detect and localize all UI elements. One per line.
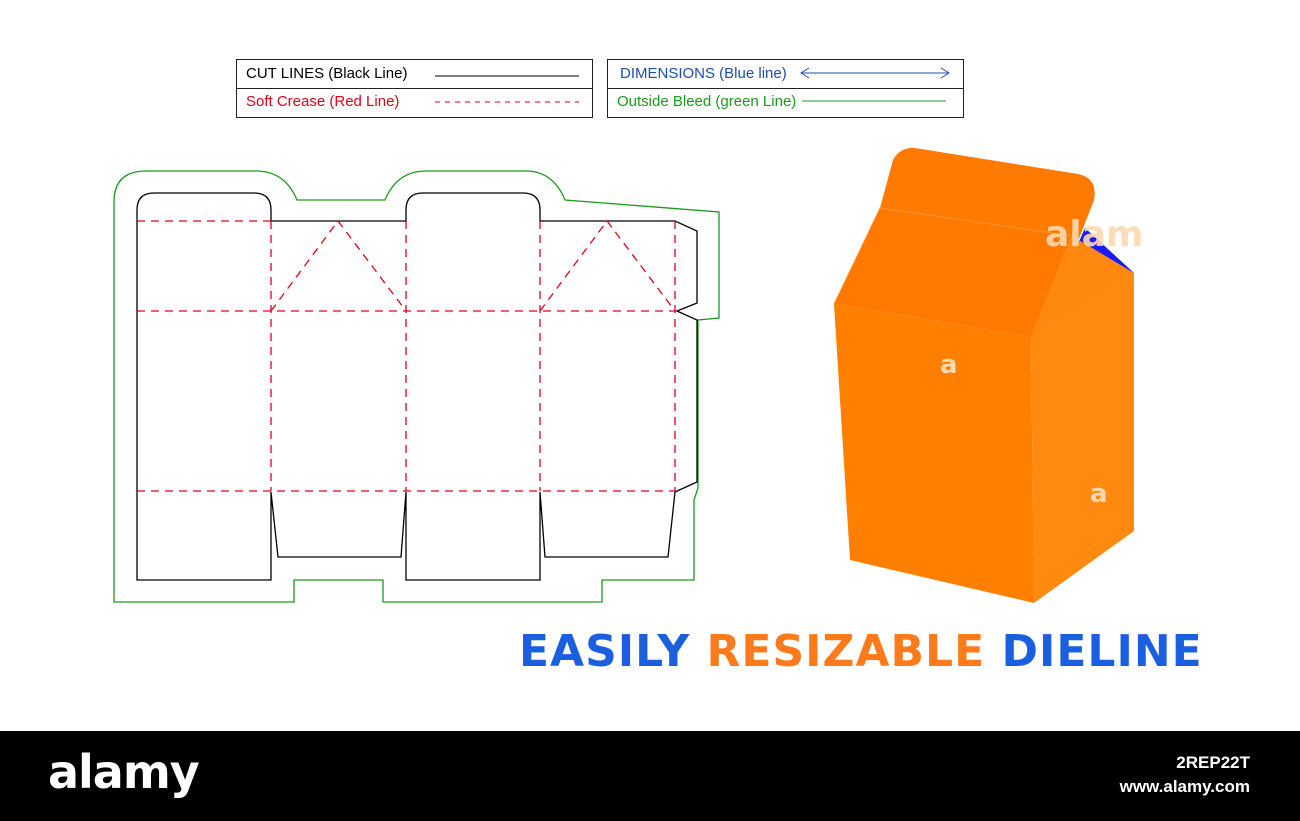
legend-soft-crease-label: Soft Crease (Red Line) — [246, 93, 400, 110]
legend-soft-crease: Soft Crease (Red Line) — [237, 88, 592, 116]
box-side-panel — [1031, 273, 1134, 603]
alamy-logo: alamy — [48, 745, 200, 799]
legend-outside-bleed-label: Outside Bleed (green Line) — [617, 93, 797, 110]
bleed-line-sample — [802, 100, 946, 102]
cut-line-sample — [435, 75, 579, 77]
legend-box-right: DIMENSIONS (Blue line) Outside Bleed (gr… — [607, 59, 964, 118]
legend-outside-bleed: Outside Bleed (green Line) — [608, 88, 963, 116]
legend-divider — [237, 88, 592, 89]
box-top-roof-side — [1031, 236, 1134, 337]
legend-dimensions-label: DIMENSIONS (Blue line) — [620, 65, 787, 82]
box-panel-mark-front: a — [940, 350, 958, 380]
legend-divider — [608, 88, 963, 89]
headline-word-easily: EASILY — [519, 626, 691, 677]
box-inner-blue — [1070, 228, 1134, 273]
headline: EASILY RESIZABLE DIELINE — [519, 626, 1203, 677]
legend-cut-lines: CUT LINES (Black Line) — [237, 60, 592, 88]
box-panel-mark-top: alam — [1045, 214, 1143, 255]
site-url: www.alamy.com — [1119, 777, 1250, 796]
box-panel-mark-side: a — [1090, 479, 1108, 509]
box-top-roof-front — [833, 207, 1073, 338]
watermark-footer: alamy 2REP22T www.alamy.com — [0, 731, 1300, 821]
dieline-flat-drawing — [113, 170, 720, 603]
headline-word-resizable: RESIZABLE — [706, 626, 986, 677]
crease-line-sample — [435, 101, 579, 103]
headline-word-dieline: DIELINE — [1001, 626, 1203, 677]
box-front-panel — [834, 304, 1034, 603]
outside-bleed-outline — [113, 170, 720, 603]
box-top-flap — [834, 147, 1134, 337]
cut-line-outline — [136, 192, 698, 581]
image-id: 2REP22T — [1176, 753, 1250, 772]
legend-cut-lines-label: CUT LINES (Black Line) — [246, 65, 408, 82]
legend-box-left: CUT LINES (Black Line) Soft Crease (Red … — [236, 59, 593, 118]
legend-dimensions: DIMENSIONS (Blue line) — [608, 60, 963, 88]
soft-crease-lines — [137, 219, 677, 492]
dimension-arrow-sample — [800, 67, 950, 79]
